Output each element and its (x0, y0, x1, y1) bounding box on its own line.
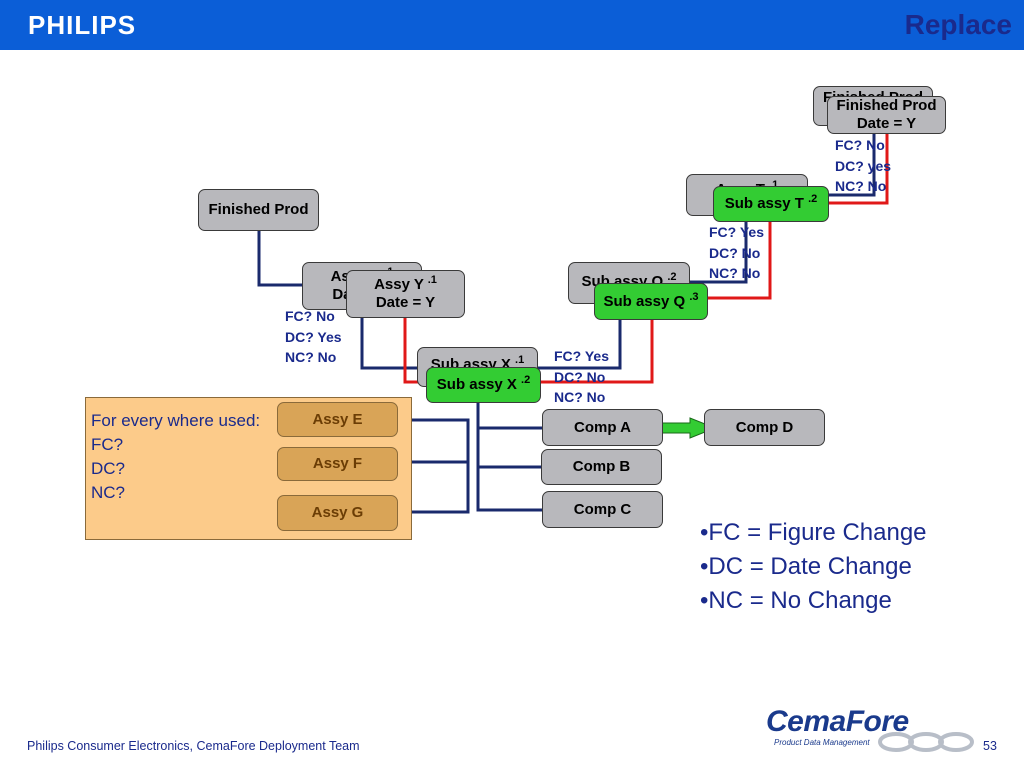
link-assy-y-sub-x (360, 310, 418, 370)
sub-assy-t-new-label: Sub assy T .2 (724, 193, 818, 213)
finished-prod-top-new-line2: Date = Y (856, 115, 917, 132)
sub-x-dc: DC? No (554, 368, 606, 385)
where-used-heading: For every where used: (91, 411, 261, 430)
link-new-sub-x-sub-q (540, 318, 654, 384)
finished-prod-node[interactable]: Finished Prod (198, 189, 319, 231)
assy-y-nc: NC? No (285, 349, 337, 365)
assy-f-node[interactable]: Assy F (277, 447, 398, 481)
assy-y-change-flags: FC? No DC? Yes NC? No (285, 306, 342, 368)
sub-q-dc: DC? No (709, 244, 761, 261)
legend: •FC = Figure Change •DC = Date Change •N… (700, 516, 927, 618)
assy-y-fc: FC? No (285, 308, 335, 324)
link-sub-x-sub-q (537, 304, 622, 370)
finished-prod-top-new-node[interactable]: Finished Prod Date = Y (827, 96, 946, 134)
link-assy-g (398, 462, 470, 514)
cemafore-logo: CemaFore Product Data Management (766, 705, 974, 752)
sub-q-change-flags: FC? Yes DC? No NC? No (709, 222, 764, 284)
fp-top-nc: NC? No (835, 178, 887, 194)
assy-e-label: Assy E (312, 410, 363, 428)
link-new-sub-t-fp-top (828, 133, 889, 205)
sub-assy-x-new-label: Sub assy X .2 (436, 374, 531, 394)
sub-assy-q-new-label: Sub assy Q .3 (603, 290, 699, 310)
fp-top-change-flags: FC? No DC? yes NC? No (835, 135, 891, 197)
legend-fc: •FC = Figure Change (700, 519, 927, 546)
comp-b-node[interactable]: Comp B (541, 449, 662, 485)
sub-x-fc: FC? Yes (554, 348, 609, 364)
legend-dc: •DC = Date Change (700, 553, 912, 580)
link-new-sub-q-sub-t (707, 220, 772, 300)
slide-title: Replace (904, 9, 1012, 40)
comp-d-node[interactable]: Comp D (704, 409, 825, 446)
sub-assy-q-new-node[interactable]: Sub assy Q .3 (594, 283, 708, 320)
fp-top-fc: FC? No (835, 137, 885, 153)
comp-b-label: Comp B (572, 458, 631, 475)
footer-text: Philips Consumer Electronics, CemaFore D… (27, 739, 360, 753)
comp-d-label: Comp D (735, 418, 794, 436)
comp-c-node[interactable]: Comp C (542, 491, 663, 528)
sub-assy-t-new-node[interactable]: Sub assy T .2 (713, 186, 829, 222)
assy-g-node[interactable]: Assy G (277, 495, 398, 531)
assy-y-new-node[interactable]: Assy Y .1 Date = Y (346, 270, 465, 318)
sub-q-nc: NC? No (709, 265, 761, 281)
finished-prod-top-new-line1: Finished Prod (836, 97, 937, 114)
where-used-nc: NC? (91, 483, 126, 502)
link-sub-x-comps (476, 386, 542, 512)
where-used-fc: FC? (91, 435, 124, 454)
where-used-text: For every where used: FC? DC? NC? (91, 409, 260, 505)
assy-y-new-line2: Date = Y (375, 294, 436, 311)
comp-a-label: Comp A (574, 418, 631, 436)
comp-a-node[interactable]: Comp A (542, 409, 663, 446)
link-fp-assy-y (257, 230, 303, 287)
where-used-dc: DC? (91, 459, 126, 478)
comp-c-label: Comp C (573, 500, 632, 518)
logo-tagline: Product Data Management (774, 738, 870, 747)
link-sub-q-assy-t (690, 214, 748, 284)
page-number: 53 (983, 739, 997, 753)
assy-e-node[interactable]: Assy E (277, 402, 398, 437)
sub-q-fc: FC? Yes (709, 224, 764, 240)
sub-assy-x-new-node[interactable]: Sub assy X .2 (426, 367, 541, 403)
brand-logo: PHILIPS (28, 10, 137, 40)
header-bar: PHILIPS Replace (0, 0, 1024, 50)
finished-prod-label: Finished Prod (208, 201, 309, 218)
logo-rings (878, 732, 974, 752)
link-assy-t-fp-top (808, 126, 876, 197)
logo-wordmark: CemaFore (766, 705, 909, 738)
sub-x-change-flags: FC? Yes DC? No NC? No (554, 346, 609, 408)
fp-top-dc: DC? yes (835, 157, 892, 174)
legend-nc: •NC = No Change (700, 587, 892, 614)
assy-y-new-line1: Assy Y .1 (374, 274, 437, 294)
sub-x-nc: NC? No (554, 389, 606, 405)
assy-y-dc: DC? Yes (285, 328, 342, 345)
assy-f-label: Assy F (312, 455, 363, 472)
assy-g-label: Assy G (311, 504, 364, 521)
